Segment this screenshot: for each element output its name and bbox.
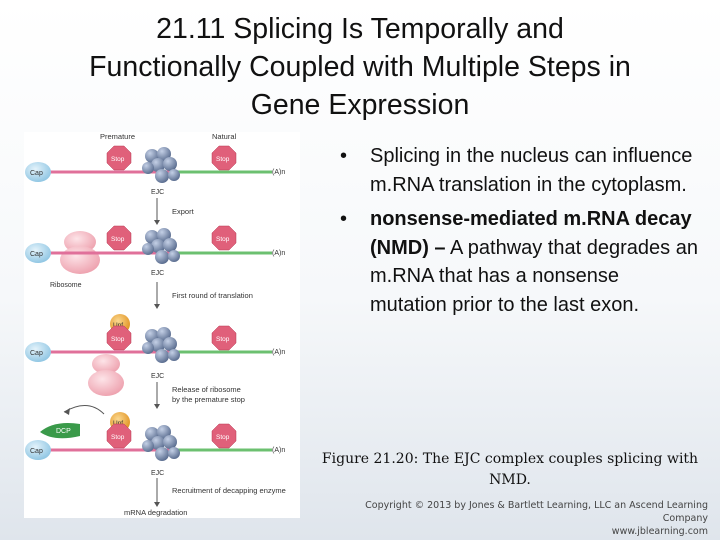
copyright-line-1: Copyright © 2013 by Jones & Bartlett Lea… xyxy=(365,500,708,524)
ejc-label: EJC xyxy=(151,373,164,380)
ribosome-icon xyxy=(88,370,124,396)
stop-label: Stop xyxy=(216,336,230,343)
premature-label: Premature xyxy=(100,132,135,141)
mrna-row-4: DCP Cap Upf Stop Stop (A)n EJC xyxy=(25,405,285,477)
title-line-1: 21.11 Splicing Is Temporally and xyxy=(156,13,564,45)
polya-label: (A)n xyxy=(272,349,285,356)
copyright-notice: Copyright © 2013 by Jones & Bartlett Lea… xyxy=(328,499,708,538)
step-release-1: Release of ribosome xyxy=(172,385,241,394)
ejc-icon xyxy=(142,147,180,183)
stop-label: Stop xyxy=(111,156,125,163)
caption-line-1: Figure 21.20: The EJC complex couples sp… xyxy=(322,451,698,467)
stop-label: Stop xyxy=(216,236,230,243)
title-line-3: Gene Expression xyxy=(251,89,470,121)
ejc-icon xyxy=(142,327,180,363)
nmd-diagram: Premature Natural Cap Stop Stop (A)n EJC… xyxy=(24,132,300,518)
title-line-2: Functionally Coupled with Multiple Steps… xyxy=(89,51,631,83)
ejc-label: EJC xyxy=(151,470,164,477)
mrna-row-3: Cap Upf Stop Stop (A)n EJC xyxy=(25,314,285,396)
bullet-list: • Splicing in the nucleus can influence … xyxy=(340,142,700,325)
bullet-term-abbrev: (NMD) – xyxy=(370,237,446,259)
mrna-row-1: Cap Stop Stop (A)n EJC xyxy=(25,146,285,196)
slide-title: 21.11 Splicing Is Temporally and Functio… xyxy=(20,10,700,124)
stop-label: Stop xyxy=(216,434,230,441)
cap-label: Cap xyxy=(30,251,43,258)
caption-line-2: NMD. xyxy=(489,472,531,488)
step-recruitment: Recruitment of decapping enzyme xyxy=(172,486,286,495)
step-export: Export xyxy=(172,207,195,216)
ejc-icon xyxy=(142,228,180,264)
stop-label: Stop xyxy=(111,434,125,441)
stop-label: Stop xyxy=(111,336,125,343)
ejc-label: EJC xyxy=(151,189,164,196)
nmd-figure: Premature Natural Cap Stop Stop (A)n EJC… xyxy=(24,132,300,518)
step-degradation: mRNA degradation xyxy=(124,508,187,517)
ejc-label: EJC xyxy=(151,270,164,277)
stop-label: Stop xyxy=(216,156,230,163)
cap-label: Cap xyxy=(30,170,43,177)
polya-label: (A)n xyxy=(272,447,285,454)
step-release-2: by the premature stop xyxy=(172,395,245,404)
copyright-url: www.jblearning.com xyxy=(612,526,708,537)
mrna-row-2: Cap Stop Stop (A)n EJC Ribosome xyxy=(25,226,285,289)
step-first-round: First round of translation xyxy=(172,291,253,300)
ejc-icon xyxy=(142,425,180,461)
bullet-dot: • xyxy=(340,142,347,171)
ribosome-label: Ribosome xyxy=(50,282,82,289)
bullet-dot: • xyxy=(340,205,347,234)
bullet-item: • Splicing in the nucleus can influence … xyxy=(340,142,700,199)
cap-label: Cap xyxy=(30,448,43,455)
cap-label: Cap xyxy=(30,350,43,357)
bullet-text: Splicing in the nucleus can influence m.… xyxy=(370,145,692,196)
polya-label: (A)n xyxy=(272,250,285,257)
stop-label: Stop xyxy=(111,236,125,243)
bullet-item: • nonsense-mediated m.RNA decay (NMD) – … xyxy=(340,205,700,319)
bullet-term: nonsense-mediated m.RNA decay xyxy=(370,208,692,230)
figure-caption: Figure 21.20: The EJC complex couples sp… xyxy=(310,449,710,491)
polya-label: (A)n xyxy=(272,169,285,176)
natural-label: Natural xyxy=(212,132,237,141)
ribosome-icon xyxy=(60,246,100,274)
dcp-label: DCP xyxy=(56,428,71,435)
